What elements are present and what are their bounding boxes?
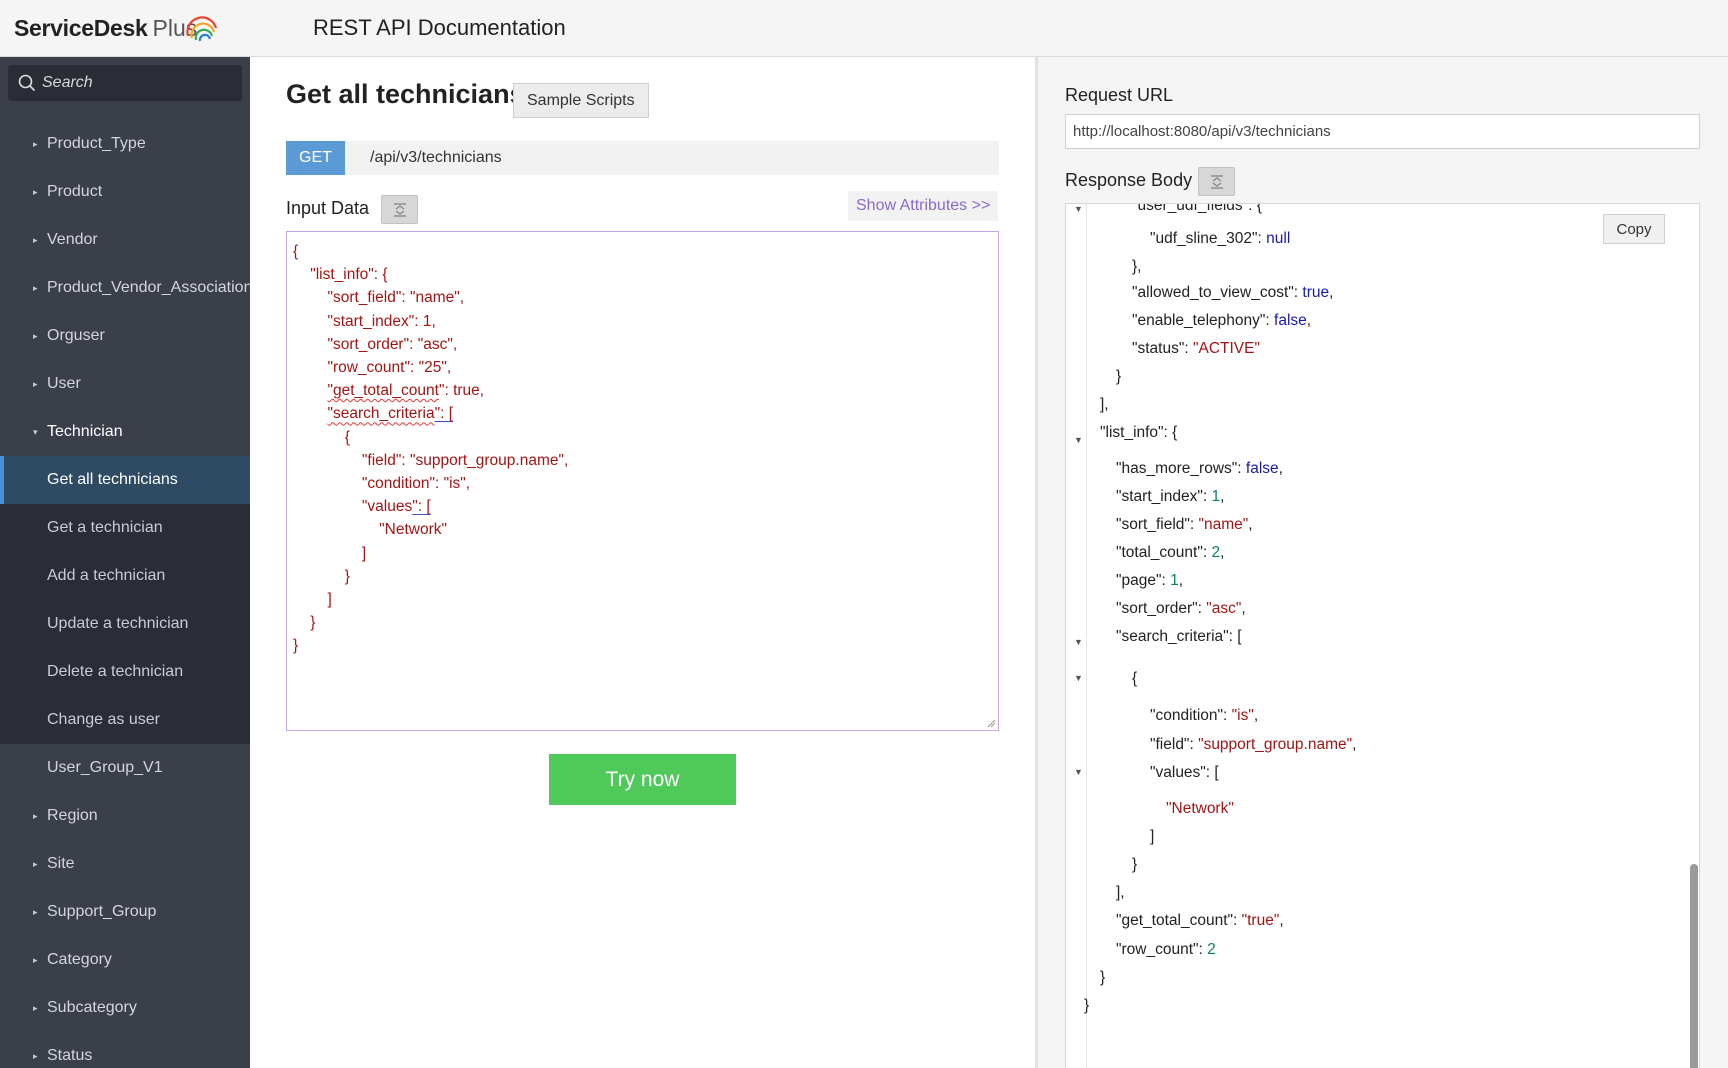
fold-gutter: ▼ ▼ ▼ ▼ ▼	[1066, 204, 1087, 1068]
search-icon	[18, 74, 36, 92]
sidebar-item-orguser[interactable]: ▸Orguser	[33, 327, 105, 344]
sidebar-subitem-change-as-user[interactable]: Change as user	[47, 711, 160, 728]
sidebar-subitem-add-a-technician[interactable]: Add a technician	[47, 567, 166, 584]
caret-right-icon: ▸	[33, 186, 38, 197]
collapse-input-button[interactable]	[381, 195, 418, 224]
caret-right-icon: ▸	[33, 1050, 38, 1061]
caret-right-icon: ▸	[33, 378, 38, 389]
sidebar-item-subcategory[interactable]: ▸Subcategory	[33, 999, 137, 1016]
input-data-editor[interactable]: { "list_info": { "sort_field": "name", "…	[286, 231, 999, 731]
response-body-viewer[interactable]: ▼ ▼ ▼ ▼ ▼ "user_udf_fields": { "udf_slin…	[1065, 203, 1700, 1068]
collapse-response-button[interactable]	[1198, 167, 1235, 196]
sidebar-item-product-type[interactable]: ▸Product_Type	[33, 135, 146, 152]
logo-rainbow-icon	[186, 16, 218, 42]
api-detail-panel: Get all technicians Sample Scripts GET /…	[250, 57, 1035, 1068]
response-body-label: Response Body	[1065, 170, 1193, 190]
sidebar-nav: ▸Product_Type ▸Product ▸Vendor ▸Product_…	[0, 120, 250, 1068]
request-url-label: Request URL	[1065, 85, 1174, 105]
caret-right-icon: ▸	[33, 1002, 38, 1013]
servicedesk-logo[interactable]: ServiceDesk Plus	[14, 10, 218, 46]
fold-toggle-icon[interactable]: ▼	[1074, 435, 1083, 445]
caret-right-icon: ▸	[33, 954, 38, 965]
sidebar: ▸Product_Type ▸Product ▸Vendor ▸Product_…	[0, 57, 250, 1068]
page-title: Get all technicians	[286, 79, 525, 109]
response-panel: Request URL http://localhost:8080/api/v3…	[1038, 57, 1728, 1068]
caret-right-icon: ▸	[33, 906, 38, 917]
input-data-label: Input Data	[286, 198, 370, 218]
sidebar-subitem-delete-a-technician[interactable]: Delete a technician	[47, 663, 184, 680]
sidebar-item-site[interactable]: ▸Site	[33, 855, 75, 872]
sidebar-item-vendor[interactable]: ▸Vendor	[33, 231, 98, 248]
copy-button[interactable]: Copy	[1603, 214, 1665, 244]
sidebar-item-category[interactable]: ▸Category	[33, 951, 112, 968]
sidebar-item-product-vendor-association[interactable]: ▸Product_Vendor_Association	[33, 279, 250, 296]
fold-toggle-icon[interactable]: ▼	[1074, 204, 1083, 214]
brand-suffix: Plus	[152, 14, 198, 41]
caret-right-icon: ▸	[33, 858, 38, 869]
sidebar-item-region[interactable]: ▸Region	[33, 807, 98, 824]
sidebar-subitem-get-all-technicians[interactable]: Get all technicians	[0, 456, 250, 504]
page-header-title: REST API Documentation	[313, 15, 566, 40]
caret-right-icon: ▸	[33, 282, 38, 293]
sidebar-item-product[interactable]: ▸Product	[33, 183, 103, 200]
sample-scripts-button[interactable]: Sample Scripts	[513, 83, 649, 118]
http-method-badge: GET	[286, 141, 345, 175]
caret-right-icon: ▸	[33, 138, 38, 149]
caret-right-icon: ▸	[33, 810, 38, 821]
caret-right-icon: ▸	[33, 234, 38, 245]
response-scrollbar[interactable]	[1690, 864, 1698, 1068]
technician-submenu: Get all technicians Get a technician Add…	[0, 456, 250, 744]
sidebar-item-user-group-v1[interactable]: User_Group_V1	[47, 759, 163, 776]
sidebar-item-technician[interactable]: ▾Technician	[33, 423, 123, 440]
try-now-button[interactable]: Try now	[549, 754, 736, 805]
fold-toggle-icon[interactable]: ▼	[1074, 767, 1083, 777]
sidebar-item-status[interactable]: ▸Status	[33, 1047, 93, 1064]
sidebar-search[interactable]	[8, 65, 242, 101]
caret-right-icon: ▸	[33, 330, 38, 341]
search-input[interactable]	[42, 74, 232, 92]
panel-divider[interactable]	[1035, 57, 1038, 1068]
endpoint-bar: GET /api/v3/technicians	[286, 141, 999, 175]
fold-toggle-icon[interactable]: ▼	[1074, 673, 1083, 683]
collapse-icon	[1210, 174, 1223, 189]
sidebar-subitem-get-a-technician[interactable]: Get a technician	[47, 519, 163, 536]
sidebar-subitem-update-a-technician[interactable]: Update a technician	[47, 615, 189, 632]
show-attributes-link[interactable]: Show Attributes >>	[848, 191, 999, 221]
caret-down-icon: ▾	[33, 426, 38, 437]
request-url-field[interactable]: http://localhost:8080/api/v3/technicians	[1065, 114, 1700, 149]
fold-toggle-icon[interactable]: ▼	[1074, 637, 1083, 647]
collapse-icon	[393, 202, 406, 217]
sidebar-item-support-group[interactable]: ▸Support_Group	[33, 903, 157, 920]
top-bar: ServiceDesk Plus REST API Documentation	[0, 0, 1728, 57]
brand-name: ServiceDesk	[14, 14, 148, 41]
resize-handle-icon[interactable]	[986, 718, 996, 728]
endpoint-path: /api/v3/technicians	[370, 149, 502, 166]
sidebar-item-user[interactable]: ▸User	[33, 375, 81, 392]
